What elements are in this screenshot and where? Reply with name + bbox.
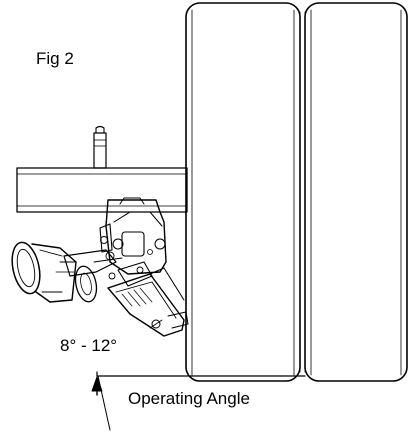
outer-tire	[304, 2, 408, 382]
reference-arrow	[91, 371, 111, 431]
operating-angle-caption: Operating Angle	[128, 389, 250, 408]
vertical-post	[93, 125, 107, 169]
bolts	[108, 249, 153, 280]
tire-gap	[299, 11, 306, 373]
angle-range-label: 8° - 12°	[60, 336, 118, 355]
figure-label: Fig 2	[36, 49, 74, 68]
axle-beam	[16, 167, 188, 213]
inner-tire	[185, 2, 301, 382]
brake-chamber	[11, 241, 98, 303]
bracket-housing	[99, 197, 167, 275]
arm-hatching	[121, 287, 153, 307]
cam-arm	[107, 267, 189, 337]
slack-adjuster	[63, 249, 153, 287]
